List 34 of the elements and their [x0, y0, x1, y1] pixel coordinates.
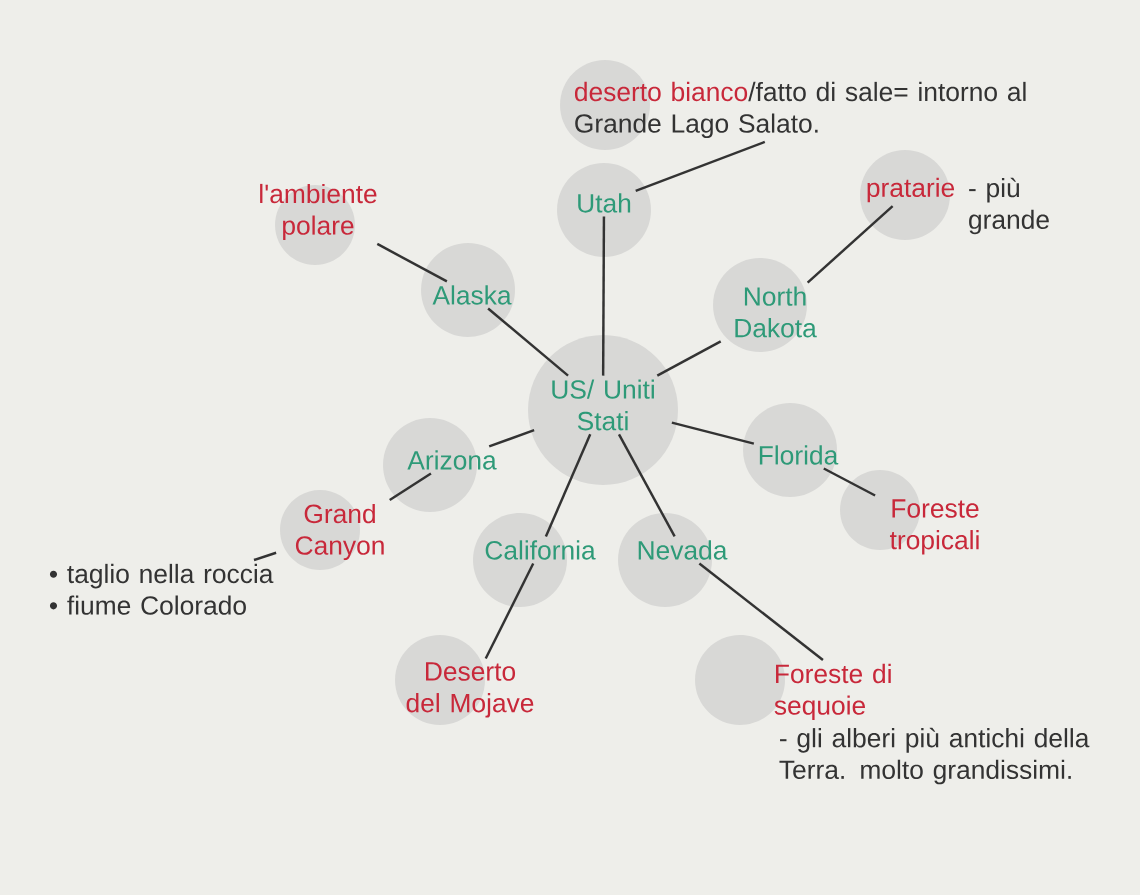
- topic-bubble: California: [473, 513, 596, 607]
- topic-bubble: US/ Uniti Stati: [528, 335, 678, 485]
- topic-bubble: Florida: [743, 403, 839, 497]
- connector-line: [484, 562, 535, 660]
- topic-bubble: l'ambiente polare: [260, 183, 377, 265]
- topic-bubble: Arizona: [383, 418, 497, 512]
- note-text: - più grande: [969, 177, 1049, 235]
- connector-line: [635, 140, 766, 193]
- topic-bubble: Utah: [557, 163, 651, 257]
- note-text: - gli alberi più antichi della Terra. molto grandissimi.: [779, 727, 1090, 785]
- connector-line: [253, 551, 277, 562]
- topic-bubble: pratarie: [860, 150, 955, 240]
- topic-bubble: Foreste di sequoie: [695, 635, 891, 725]
- connector-line: [544, 433, 592, 537]
- connector-line: [698, 562, 824, 661]
- note-text: • taglio nella roccia • fiume Colorado: [49, 563, 274, 615]
- connector-line: [389, 472, 432, 502]
- topic-bubble: Alaska: [421, 243, 515, 337]
- connector-line: [617, 433, 676, 538]
- connector-line: [601, 216, 606, 376]
- connector-line: [823, 467, 876, 497]
- connector-line: [376, 242, 448, 283]
- topic-bubble: North Dakota: [713, 258, 817, 352]
- connector-line: [656, 340, 722, 377]
- connector-line: [806, 205, 894, 284]
- node-label: /fatto di sale= intorno al: [748, 81, 1026, 102]
- connector-line: [488, 428, 535, 448]
- topic-bubble: Deserto del Mojave: [395, 635, 534, 725]
- connector-line: [671, 421, 755, 445]
- topic-bubble: Nevada: [618, 513, 728, 607]
- topic-bubble: Foreste tropicali: [840, 470, 979, 555]
- topic-bubble: Grand Canyon: [280, 490, 384, 570]
- topic-bubble: deserto bianco/fatto di sale= intorno al Grande Lago Salato.: [560, 60, 1026, 150]
- connector-line: [487, 307, 569, 377]
